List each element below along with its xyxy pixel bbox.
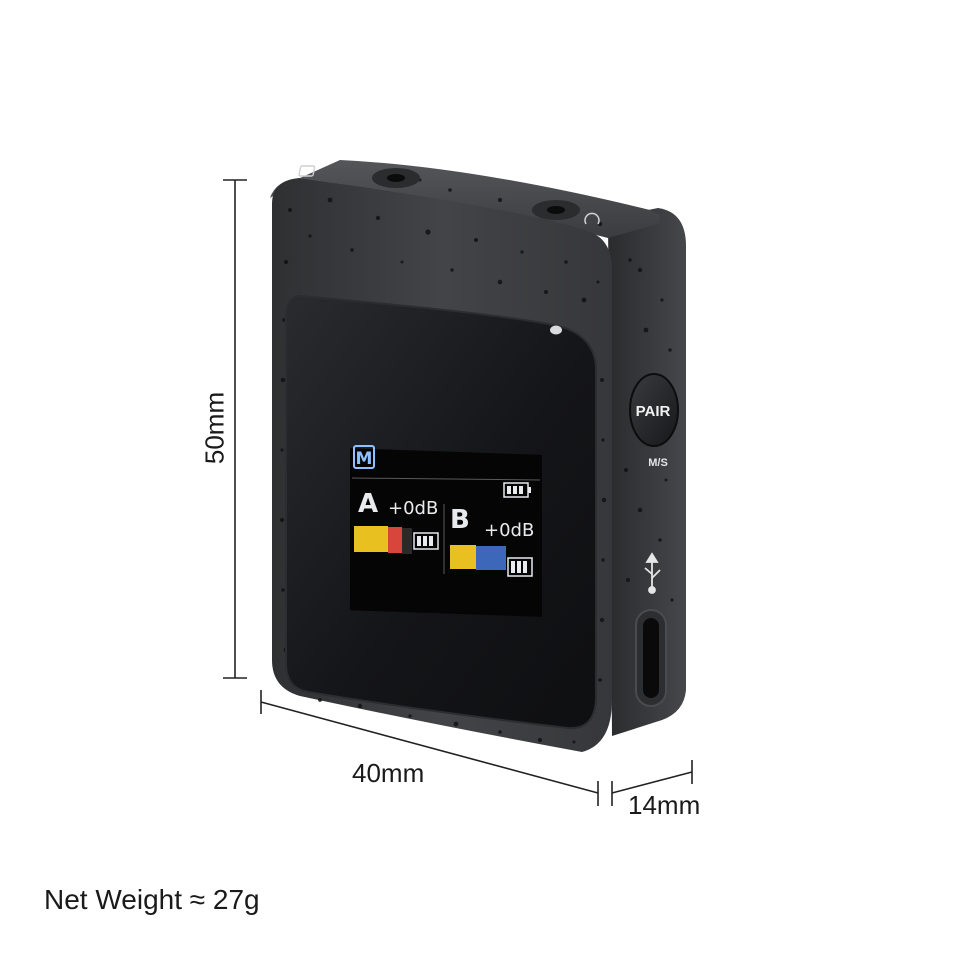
channel-b-label: B bbox=[450, 505, 470, 535]
receiver-device: M A +0dB B +0dB bbox=[270, 160, 686, 752]
status-led bbox=[550, 325, 562, 335]
channel-a-label: A bbox=[358, 489, 378, 519]
device-side-face bbox=[608, 208, 686, 736]
channel-b-battery-icon bbox=[507, 557, 533, 577]
depth-dimension-label: 14mm bbox=[628, 790, 701, 820]
depth-dimension-line bbox=[611, 760, 693, 806]
mode-badge-text: M bbox=[356, 449, 373, 469]
audio-jack-right bbox=[532, 200, 580, 220]
channel-a-gain: +0dB bbox=[388, 498, 438, 519]
channel-b-level-meter bbox=[450, 545, 506, 570]
usb-c-port bbox=[635, 609, 667, 707]
channel-a-battery-icon bbox=[413, 532, 439, 550]
height-dimension-label: 50mm bbox=[199, 391, 230, 465]
width-dimension-label: 40mm bbox=[352, 758, 425, 788]
net-weight-label: Net Weight ≈ 27g bbox=[44, 884, 260, 915]
usb-icon bbox=[644, 552, 661, 594]
channel-a-level-meter bbox=[354, 526, 412, 554]
battery-icon bbox=[503, 482, 531, 498]
speckle-texture bbox=[279, 178, 674, 744]
pair-button[interactable]: PAIR bbox=[629, 373, 679, 447]
height-dimension-line bbox=[223, 179, 247, 679]
oled-display: M A +0dB B +0dB bbox=[350, 445, 542, 617]
pair-icon bbox=[298, 165, 316, 177]
audio-jack-left bbox=[372, 168, 420, 188]
pair-button-sublabel: M/S bbox=[648, 457, 668, 469]
channel-b-gain: +0dB bbox=[484, 520, 534, 541]
width-dimension-line bbox=[260, 690, 599, 806]
mode-badge bbox=[353, 445, 375, 469]
pair-button-label: PAIR bbox=[636, 403, 671, 420]
headphone-icon bbox=[584, 212, 600, 225]
